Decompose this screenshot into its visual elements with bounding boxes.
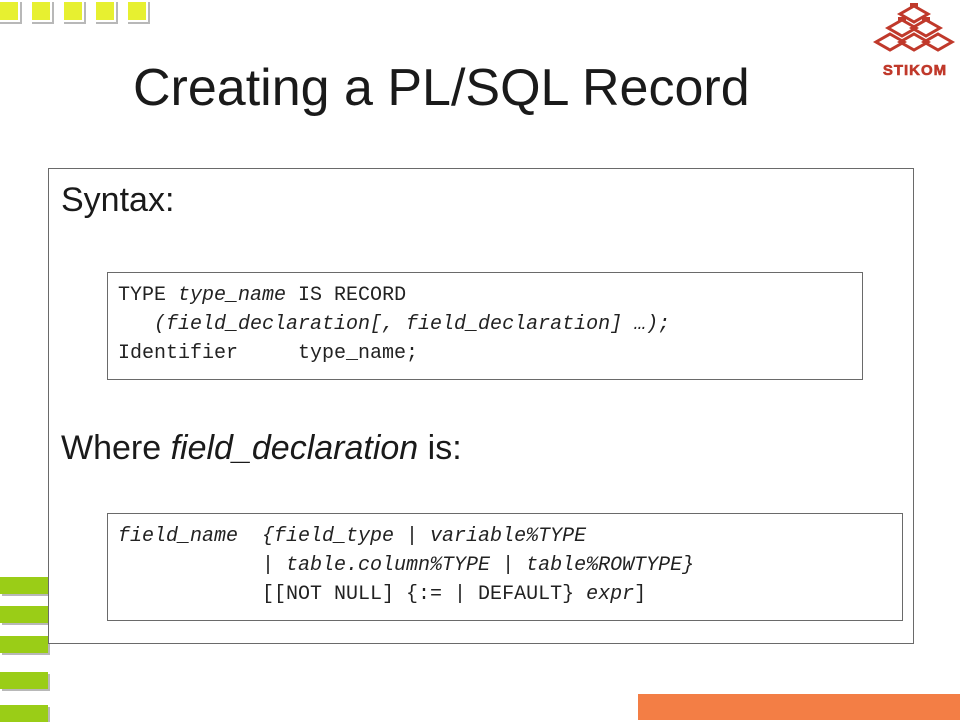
decor-corner-bar <box>638 694 960 720</box>
code-line: [[NOT NULL] {:= | DEFAULT} expr] <box>118 580 892 609</box>
logo-text: STIKOM <box>883 62 947 79</box>
decor-square-1 <box>0 0 20 22</box>
slide-title: Creating a PL/SQL Record <box>133 59 750 117</box>
decor-bar-1 <box>0 577 48 594</box>
code-segment: Identifier type_name; <box>118 342 419 365</box>
code-segment: type_name <box>178 284 287 307</box>
decor-bar-3 <box>0 636 48 653</box>
syntax-code: TYPE type_name IS RECORD (field_declarat… <box>118 281 852 368</box>
decor-square-2 <box>30 0 52 22</box>
code-line: field_name {field_type | variable%TYPE <box>118 522 892 551</box>
code-segment: ] <box>634 583 647 606</box>
code-segment: [[NOT NULL] {:= | DEFAULT} <box>118 583 587 606</box>
code-line: | table.column%TYPE | table%ROWTYPE} <box>118 551 892 580</box>
where-prefix: Where <box>61 429 171 467</box>
stikom-logo: STIKOM <box>872 3 956 79</box>
code-segment: field_name {field_type | variable%TYPE <box>118 525 587 548</box>
code-segment: (field_declaration[, field_declaration] … <box>118 313 671 336</box>
decor-square-5 <box>126 0 148 22</box>
code-segment: | table.column%TYPE | table%ROWTYPE} <box>118 554 695 577</box>
where-term: field_declaration <box>170 429 419 467</box>
where-suffix: is: <box>418 429 462 467</box>
code-line: (field_declaration[, field_declaration] … <box>118 310 852 339</box>
code-line: TYPE type_name IS RECORD <box>118 281 852 310</box>
decor-square-3 <box>62 0 84 22</box>
decor-square-4 <box>94 0 116 22</box>
code-line: Identifier type_name; <box>118 339 852 368</box>
field-declaration-code: field_name {field_type | variable%TYPE |… <box>118 522 892 609</box>
syntax-code-box: TYPE type_name IS RECORD (field_declarat… <box>107 272 863 380</box>
code-segment: TYPE <box>118 284 179 307</box>
field-declaration-code-box: field_name {field_type | variable%TYPE |… <box>107 513 903 621</box>
decor-bar-2 <box>0 606 48 623</box>
decor-bar-4 <box>0 672 48 689</box>
decor-bar-5 <box>0 705 48 722</box>
code-segment: expr <box>586 583 635 606</box>
code-segment: IS RECORD <box>286 284 407 307</box>
syntax-heading: Syntax: <box>61 181 175 219</box>
content-box: Syntax: TYPE type_name IS RECORD (field_… <box>48 168 914 644</box>
where-heading: Where field_declaration is: <box>61 429 462 468</box>
